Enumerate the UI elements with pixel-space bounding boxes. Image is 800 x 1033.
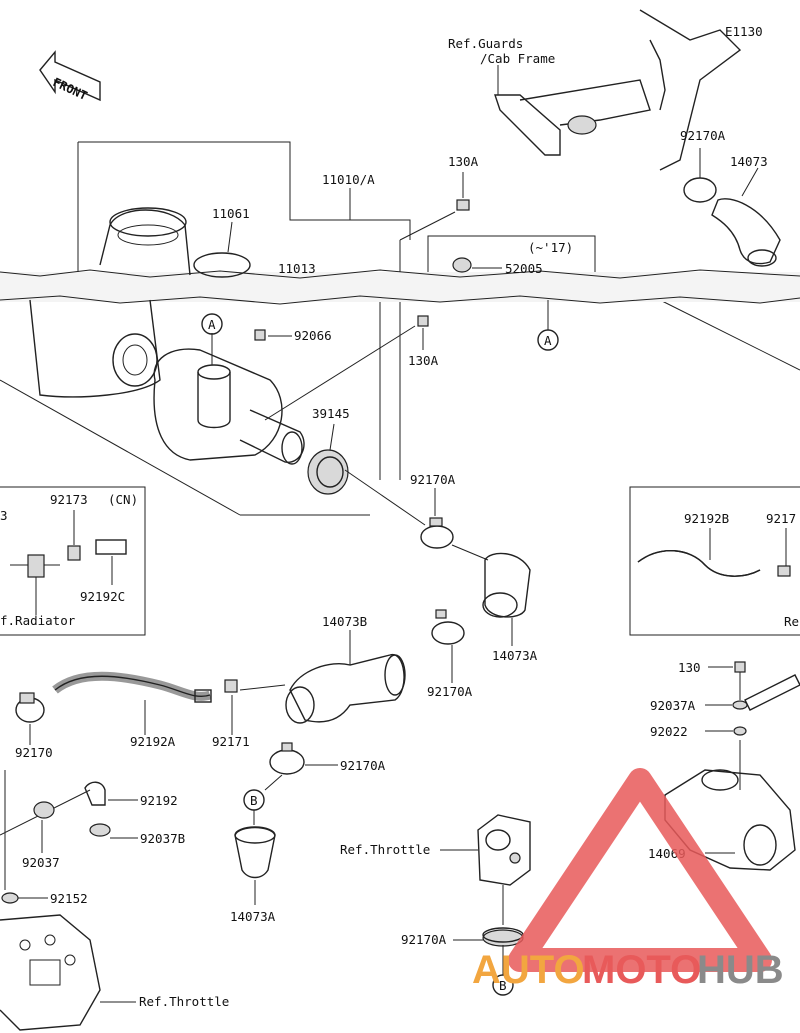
cn-note: (CN) (108, 492, 138, 507)
watermark-logo (508, 768, 772, 972)
marker-A-right: A (544, 333, 552, 348)
marker-A-left: A (208, 317, 216, 332)
callout-11061: 11061 (212, 206, 250, 221)
clip-92037 (4, 770, 55, 890)
marker-A-right-circle (537, 329, 559, 351)
plug-92066 (254, 329, 292, 341)
figure-code: E1130 (725, 24, 763, 39)
ref-throttle-bottom: Ref.Throttle (139, 994, 229, 1009)
bolt-130 (705, 661, 800, 790)
bolt-130A-mid (264, 315, 429, 421)
callout-92192A: 92192A (130, 734, 176, 749)
callout-92192B: 92192B (684, 511, 729, 526)
torn-band (0, 269, 800, 305)
duct-leader (344, 469, 426, 526)
callout-92170A-lower: 92170A (427, 684, 473, 699)
hose-14073 (683, 148, 781, 267)
seal-39145 (307, 423, 349, 495)
callout-92192C: 92192C (80, 589, 125, 604)
ref-cab-frame-label: /Cab Frame (480, 51, 555, 66)
callout-92170A-b: 92170A (340, 758, 386, 773)
duct-14073B (285, 630, 406, 724)
leader-11061 (227, 221, 233, 253)
marker-B-left: B (250, 793, 258, 808)
callout-92037A: 92037A (650, 698, 696, 713)
callout-11010A: 11010/A (322, 172, 375, 187)
front-label: FRONT (51, 75, 90, 103)
callout-92066: 92066 (294, 328, 332, 343)
callout-92037: 92037 (22, 855, 60, 870)
callout-92170: 92170 (15, 745, 53, 760)
ref-radiator-label: f.Radiator (0, 613, 76, 628)
elbow-92192 (0, 781, 138, 839)
leader-hose (451, 544, 489, 561)
air-cleaner-cover (99, 207, 251, 278)
clamp-92170A-lower (431, 609, 465, 683)
marker-B-bottom: B (499, 978, 507, 993)
marker-A-left-circle (201, 313, 223, 335)
callout-92170A-mid: 92170A (410, 472, 456, 487)
callout-92170A-top: 92170A (680, 128, 726, 143)
callout-92173-left: 92173 (50, 492, 88, 507)
grommet-52005 (452, 257, 502, 273)
callout-92192: 92192 (140, 793, 178, 808)
cab-frame-bracket (494, 9, 742, 171)
callout-9217-right: 9217 (766, 511, 796, 526)
callout-14073A-bottom: 14073A (230, 909, 276, 924)
callout-92171: 92171 (212, 734, 250, 749)
watermark-moto: MOTO (582, 948, 701, 992)
ref-right-label: Re (784, 614, 799, 629)
hose-14073A-bottom (234, 810, 276, 905)
bolt-130A-top (399, 172, 470, 241)
callout-11013: 11013 (278, 261, 316, 276)
ref-throttle-mid: Ref.Throttle (340, 842, 430, 857)
front-arrow: FRONT (39, 50, 101, 103)
callout-130A-top: 130A (448, 154, 479, 169)
marker-B-bottom-circle (492, 974, 514, 996)
hose-92192A (15, 671, 286, 745)
callout-52005: 52005 (505, 261, 543, 276)
year-note: (~'17) (528, 240, 573, 255)
inset-box-left (0, 486, 146, 636)
callout-92037B: 92037B (140, 831, 185, 846)
callout-39145: 39145 (312, 406, 350, 421)
callout-92170A-bottom: 92170A (401, 932, 447, 947)
callout-14073A-mid: 14073A (492, 648, 538, 663)
callout-14073: 14073 (730, 154, 768, 169)
air-cleaner-housing (29, 299, 305, 465)
clamp-92170A-b (264, 742, 338, 791)
watermark-hub: HUB (697, 948, 784, 992)
throttle-body-mid (440, 814, 531, 925)
callout-92152: 92152 (50, 891, 88, 906)
inset-box-right (629, 486, 800, 636)
watermark-auto: AUTO (472, 948, 585, 992)
callout-14073B: 14073B (322, 614, 367, 629)
ref-guards-label: Ref.Guards (448, 36, 523, 51)
clamp-92170A-mid (420, 488, 454, 549)
callout-3-left: 3 (0, 508, 8, 523)
callout-130A-mid: 130A (408, 353, 439, 368)
hose-14073A-mid (482, 552, 531, 646)
washer-92152 (1, 892, 48, 904)
throttle-body-bottom (0, 914, 136, 1031)
frame-lines (0, 141, 800, 516)
callout-92022: 92022 (650, 724, 688, 739)
callout-130: 130 (678, 660, 701, 675)
